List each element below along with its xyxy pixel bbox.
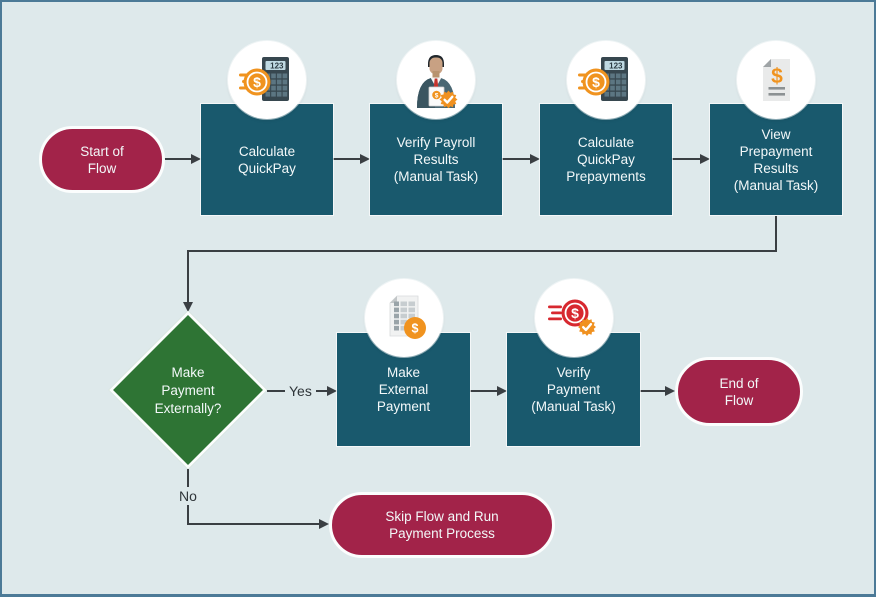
node-label: Skip Flow and Run Payment Process (385, 509, 499, 541)
svg-text:$: $ (412, 322, 419, 336)
node-verify-payroll-results: Verify Payroll Results (Manual Task) (370, 104, 502, 215)
node-label: Verify Payroll Results (Manual Task) (393, 135, 479, 184)
svg-text:$: $ (571, 305, 579, 321)
node-label: Make Payment Externally? (154, 365, 222, 416)
calculator-coin-icon: 123 $ (228, 41, 306, 119)
edge-label-yes: Yes (285, 382, 316, 400)
calculator-coin-icon: 123 $ (567, 41, 645, 119)
person-verified-icon: $ (397, 41, 475, 119)
node-skip-flow: Skip Flow and Run Payment Process (329, 492, 555, 558)
svg-text:$: $ (253, 74, 261, 90)
edge-label-no: No (175, 487, 201, 505)
svg-text:123: 123 (609, 61, 623, 70)
node-label: Calculate QuickPay Prepayments (566, 135, 646, 184)
svg-text:$: $ (592, 74, 600, 90)
node-label: Verify Payment (Manual Task) (531, 365, 616, 414)
svg-text:123: 123 (270, 61, 284, 70)
node-label: Calculate QuickPay (238, 143, 296, 176)
dollar-document-icon: $ (737, 41, 815, 119)
svg-text:$: $ (771, 65, 783, 88)
node-start-of-flow: Start of Flow (39, 126, 165, 193)
node-label: View Prepayment Results (Manual Task) (733, 126, 819, 193)
spreadsheet-coin-icon: $ (365, 279, 443, 357)
node-calculate-quickpay-prepayments: Calculate QuickPay Prepayments (540, 104, 672, 215)
node-label: Start of Flow (80, 143, 124, 176)
svg-text:$: $ (435, 93, 439, 100)
node-calculate-quickpay: Calculate QuickPay (201, 104, 333, 215)
edge-decision-no (187, 469, 329, 529)
decision-label-wrap: Make Payment Externally? (118, 364, 258, 418)
node-label: Make External Payment (376, 365, 431, 414)
coin-verified-icon: $ (535, 279, 613, 357)
node-view-prepayment-results: View Prepayment Results (Manual Task) (710, 104, 842, 215)
node-end-of-flow: End of Flow (675, 357, 803, 426)
node-label: End of Flow (719, 375, 759, 408)
edge-view-results-to-decision (183, 216, 777, 312)
